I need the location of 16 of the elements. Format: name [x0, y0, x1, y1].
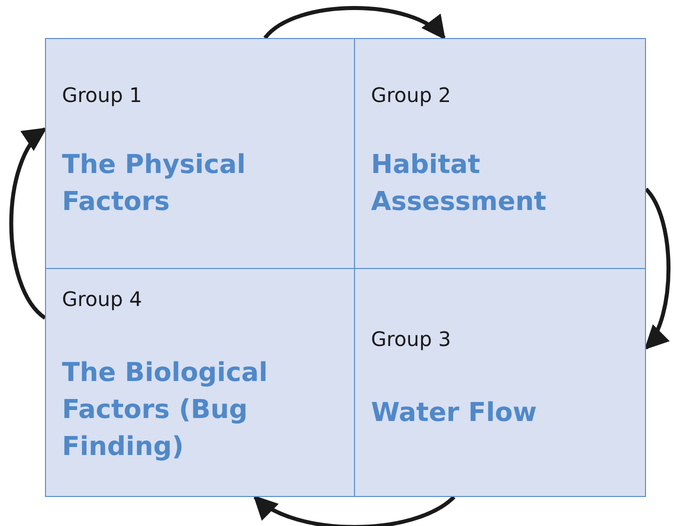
curved-arrow: [253, 495, 456, 526]
topic-title: Water Flow: [371, 397, 538, 430]
quadrant-box: [354, 38, 646, 269]
curved-arrow: [264, 6, 446, 40]
group-label: Group 3: [371, 327, 451, 351]
topic-title: Habitat Assessment: [371, 149, 548, 219]
group-label: Group 4: [62, 287, 142, 311]
group-label: Group 2: [371, 83, 451, 107]
topic-title: The Biological Factors (Bug Finding): [62, 357, 269, 464]
curved-arrow: [644, 188, 670, 350]
quadrant-box: [45, 38, 355, 269]
curved-arrow: [9, 127, 47, 320]
group-label: Group 1: [62, 83, 142, 107]
quadrant-box: [45, 268, 355, 497]
quadrant-box: [354, 268, 646, 497]
topic-title: The Physical Factors: [62, 149, 247, 219]
